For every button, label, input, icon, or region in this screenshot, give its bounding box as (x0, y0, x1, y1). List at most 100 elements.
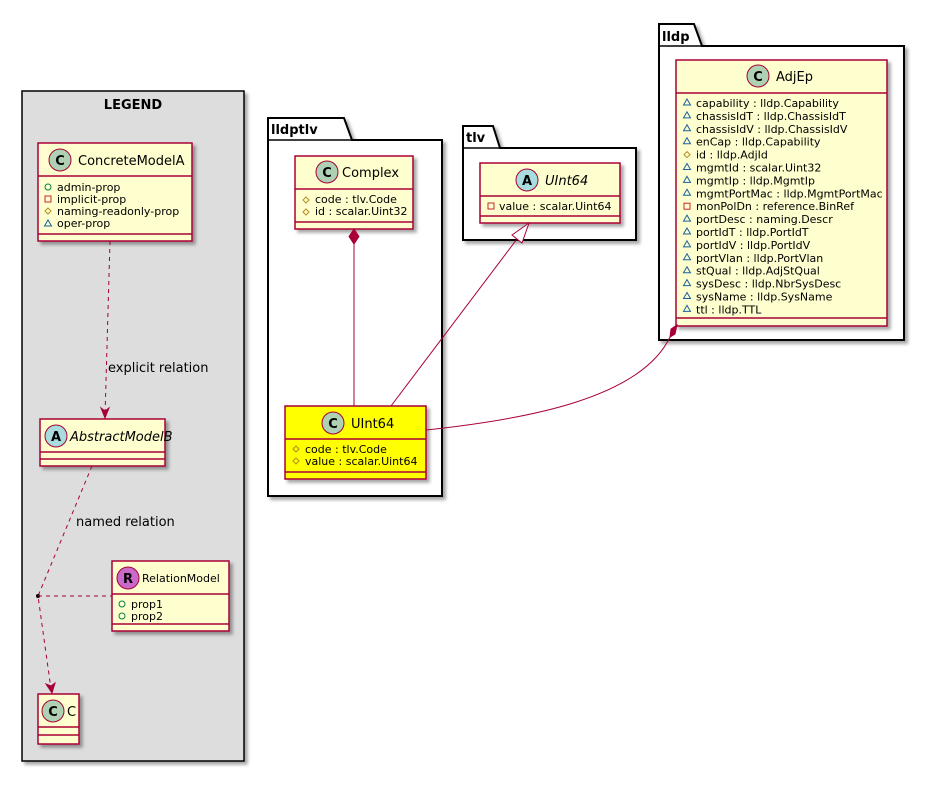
attribute-text: mgmtId : scalar.Uint32 (696, 162, 821, 175)
attribute-text: sysName : lldp.SysName (696, 291, 833, 304)
class-name: C (67, 705, 76, 720)
protected-visibility-icon (44, 207, 52, 215)
package-visibility-icon (682, 278, 692, 287)
attribute-text: ttl : lldp.TTL (696, 303, 762, 316)
svg-text:code : tlv.Code: code : tlv.Code (305, 443, 387, 456)
tlv-uint64-class[interactable]: A UInt64 value : scalar.Uint64 (479, 162, 621, 224)
class-name: AdjEp (776, 70, 813, 85)
named-relation-arrow: named relation (36, 465, 175, 695)
package-visibility-icon (682, 214, 692, 222)
attribute-text: portIdT : lldp.PortIdT (696, 226, 809, 239)
public-visibility-icon (118, 612, 126, 620)
package-title: lldp (662, 30, 690, 45)
attribute-text: mgmtIp : lldp.MgmtIp (696, 174, 815, 187)
svg-text:code : tlv.Code: code : tlv.Code (315, 193, 397, 206)
package-visibility-icon (682, 304, 692, 312)
class-name: AbstractModelB (69, 430, 173, 445)
attribute-text: mgmtPortMac : lldp.MgmtPortMac (696, 187, 883, 200)
c-class[interactable]: C C (37, 693, 80, 745)
inheritance-uint64 (390, 221, 530, 407)
attribute-text: capability : lldp.Capability (696, 97, 839, 110)
svg-text:implicit-prop: implicit-prop (57, 193, 126, 206)
attribute-text: stQual : lldp.AdjStQual (696, 265, 820, 278)
class-name: UInt64 (545, 174, 588, 189)
protected-visibility-icon (302, 196, 310, 204)
class-name: Complex (342, 166, 399, 181)
svg-text:admin-prop: admin-prop (57, 181, 120, 194)
attribute-text: sysDesc : lldp.NbrSysDesc (696, 278, 841, 291)
package-visibility-icon (682, 136, 692, 145)
private-visibility-icon (487, 202, 495, 210)
svg-text:prop2: prop2 (131, 610, 163, 623)
package-visibility-icon (682, 239, 692, 248)
svg-text:C: C (753, 70, 763, 85)
composition-complex-uint64 (348, 228, 360, 406)
class-c-icon (315, 160, 339, 184)
attribute-text: chassisIdV : lldp.ChassisIdV (696, 123, 848, 136)
attribute-text: chassisIdT : lldp.ChassisIdT (696, 110, 846, 123)
concrete-model-a-class[interactable]: C ConcreteModelA admin-prop implicit-pro… (37, 142, 193, 242)
class-name: ConcreteModelA (78, 154, 185, 169)
svg-text:C: C (322, 166, 332, 181)
adjep-class[interactable]: C AdjEp capability : lldp.Capabilitychas… (675, 59, 888, 327)
class-c-icon (41, 699, 65, 723)
composition-adjep-uint64 (425, 323, 678, 431)
svg-text:id : scalar.Uint32: id : scalar.Uint32 (315, 205, 407, 218)
package-visibility-icon (682, 188, 692, 196)
svg-text:prop1: prop1 (131, 598, 163, 611)
attribute-text: portIdV : lldp.PortIdV (696, 239, 811, 252)
protected-visibility-icon (683, 150, 691, 159)
attribute-text: monPolDn : reference.BinRef (696, 200, 855, 213)
svg-text:R: R (123, 572, 133, 587)
attribute-text: id : lldp.AdjId (696, 149, 768, 162)
private-visibility-icon (44, 195, 52, 203)
package-visibility-icon (682, 291, 692, 299)
protected-visibility-icon (292, 457, 300, 465)
package-visibility-icon (682, 227, 692, 235)
package-visibility-icon (682, 123, 692, 132)
package-visibility-icon (43, 219, 53, 227)
legend-title: LEGEND (104, 98, 163, 113)
package-visibility-icon (682, 162, 692, 170)
class-name: UInt64 (351, 417, 394, 432)
named-relation-label: named relation (76, 515, 175, 530)
attribute-text: portDesc : naming.Descr (696, 213, 833, 226)
abstract-a-icon (515, 168, 539, 192)
class-name: RelationModel (142, 572, 220, 585)
package-title: lldptlv (271, 123, 318, 138)
explicit-relation-label: explicit relation (108, 361, 208, 376)
class-c-icon (746, 64, 770, 88)
complex-class[interactable]: C Complex code : tlv.Code id : scalar.Ui… (294, 155, 414, 230)
svg-text:value : scalar.Uint64: value : scalar.Uint64 (499, 200, 611, 213)
svg-text:C: C (55, 154, 65, 169)
svg-text:C: C (328, 417, 338, 432)
public-visibility-icon (118, 600, 126, 608)
attribute-text: enCap : lldp.Capability (696, 136, 821, 149)
public-visibility-icon (44, 183, 52, 191)
abstract-a-icon (44, 424, 68, 448)
explicit-relation-arrow: explicit relation (99, 240, 208, 420)
private-visibility-icon (683, 202, 691, 210)
svg-text:C: C (48, 705, 58, 720)
svg-text:A: A (51, 430, 61, 445)
package-visibility-icon (682, 175, 692, 183)
class-c-icon (48, 148, 72, 172)
svg-text:A: A (522, 174, 532, 189)
relation-model-class[interactable]: R RelationModel prop1 prop2 (111, 560, 230, 632)
package-visibility-icon (682, 110, 692, 119)
svg-text:value : scalar.Uint64: value : scalar.Uint64 (305, 455, 417, 468)
package-visibility-icon (682, 265, 692, 274)
protected-visibility-icon (292, 445, 300, 453)
package-visibility-icon (682, 98, 692, 106)
relation-r-icon (116, 566, 140, 590)
protected-visibility-icon (302, 208, 310, 216)
svg-text:oper-prop: oper-prop (57, 217, 110, 230)
package-visibility-icon (682, 252, 692, 261)
lldptlv-uint64-class[interactable]: C UInt64 code : tlv.Code value : scalar.… (284, 405, 427, 480)
svg-text:naming-readonly-prop: naming-readonly-prop (57, 205, 179, 218)
attribute-text: portVlan : lldp.PortVlan (696, 252, 823, 265)
abstract-model-b-class[interactable]: A AbstractModelB (39, 418, 173, 467)
package-title: tlv (466, 131, 486, 146)
